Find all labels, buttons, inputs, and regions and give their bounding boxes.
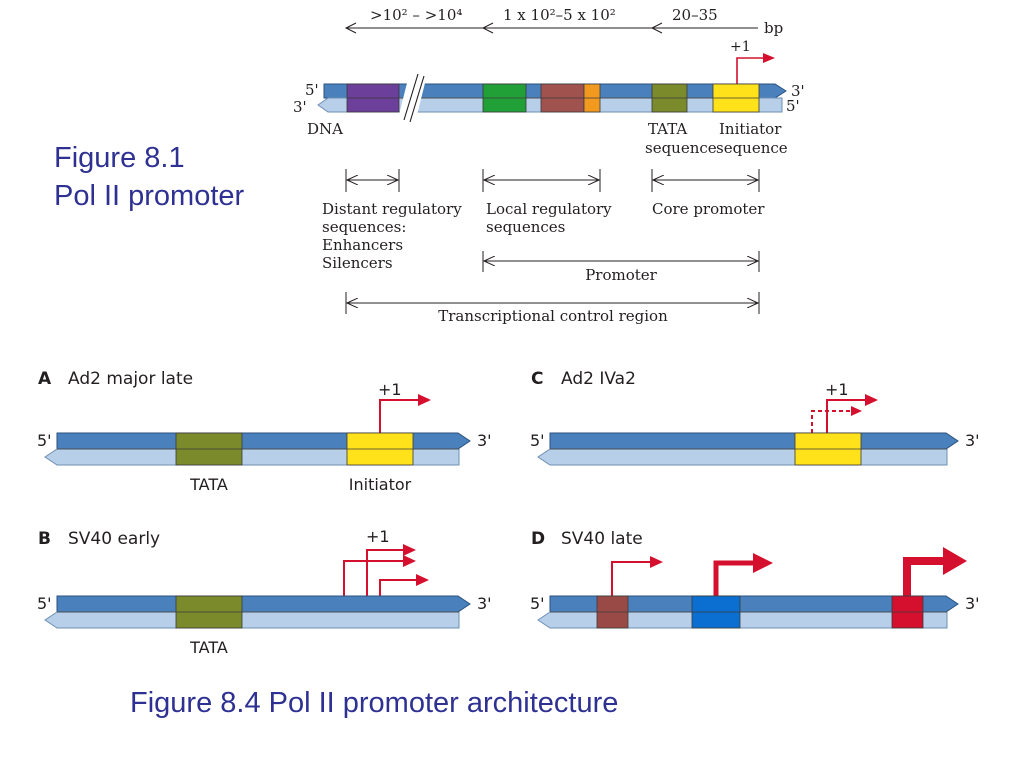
distance-unit-label: bp — [764, 19, 783, 37]
distant-label-line4: Silencers — [322, 254, 393, 272]
tata-label-line2: sequence — [645, 139, 717, 157]
panel-b-5-prime: 5' — [37, 594, 52, 613]
panel-d-start-arrow-strong — [903, 557, 947, 596]
top-strand-5-prime: 5' — [305, 81, 319, 99]
figure-8-1-caption-line2: Pol II promoter — [54, 180, 245, 212]
panel-b-bottom-strand — [44, 611, 460, 629]
panel-b-top-strand — [56, 595, 471, 613]
bottom-strand-5-prime: 5' — [786, 97, 800, 115]
panel-c-start-arrow — [826, 399, 867, 433]
distant-label-line2: sequences: — [322, 218, 406, 236]
strand-break-line-1 — [403, 73, 419, 121]
panel-d-start-arrow-medium — [713, 560, 758, 596]
panel-b-start-arrowhead-1 — [403, 555, 416, 567]
panel-b-start-arrowhead-3 — [416, 574, 429, 586]
panel-b: B SV40 early +1 5' 3' TATA — [37, 527, 492, 657]
panel-c-start-arrowhead — [865, 394, 878, 406]
panel-a-5-prime: 5' — [37, 431, 52, 450]
panel-b-start-label: +1 — [366, 527, 390, 546]
panel-c-title: Ad2 IVa2 — [561, 369, 636, 389]
panel-d-top-strand — [549, 595, 959, 613]
panel-d-start-arrowhead-strong — [943, 547, 967, 575]
distance-arrow-near — [650, 22, 663, 34]
panel-b-3-prime: 3' — [477, 594, 492, 613]
panel-a-tata-label: TATA — [189, 475, 228, 494]
panel-d-5-prime: 5' — [530, 594, 545, 613]
distance-far-label: >10² – >10⁴ — [370, 6, 462, 24]
figure-8-1: >10² – >10⁴ 1 x 10²–5 x 10² 20–35 bp +1 … — [293, 6, 805, 325]
top-strand-3-prime: 3' — [791, 82, 805, 100]
panel-a-3-prime: 3' — [477, 431, 492, 450]
start-site-label: +1 — [730, 39, 751, 55]
panel-c-minor-start-arrowhead — [851, 406, 862, 416]
panel-a-start-arrow — [379, 399, 420, 433]
strand-break-gap — [397, 78, 427, 120]
panel-d-start-arrowhead-weak — [650, 556, 663, 568]
figure-8-1-caption-line1: Figure 8.1 — [54, 142, 185, 174]
distance-arrow-mid — [481, 22, 494, 34]
panel-a-start-label: +1 — [378, 380, 402, 399]
panel-c-start-label: +1 — [825, 380, 849, 399]
panel-d-title: SV40 late — [561, 529, 643, 549]
panel-c-minor-start-arrow — [811, 410, 853, 433]
panel-a-title: Ad2 major late — [68, 369, 193, 389]
local-label-line2: sequences — [486, 218, 565, 236]
panel-c: C Ad2 IVa2 +1 5' 3' — [530, 369, 980, 466]
panel-c-top-strand — [549, 432, 959, 450]
panel-b-title: SV40 early — [68, 529, 160, 549]
initiator-label-line2: sequence — [716, 139, 788, 157]
panel-c-bottom-strand — [537, 448, 948, 466]
initiator-label-line1: Initiator — [719, 120, 782, 138]
panel-a-letter: A — [38, 369, 52, 389]
dna-label: DNA — [307, 120, 343, 138]
figure-8-4-caption: Figure 8.4 Pol II promoter architecture — [130, 687, 618, 719]
tata-label-line1: TATA — [648, 120, 687, 138]
distance-mid-label: 1 x 10²–5 x 10² — [503, 6, 616, 24]
panel-c-3-prime: 3' — [965, 431, 980, 450]
panel-b-start-arrow-3 — [379, 579, 418, 596]
distant-label-line3: Enhancers — [322, 236, 403, 254]
distant-label-line1: Distant regulatory — [322, 200, 462, 218]
panel-d-letter: D — [531, 529, 545, 549]
panel-a-initiator-label: Initiator — [349, 475, 412, 494]
panel-b-start-arrow-2 — [366, 549, 405, 596]
panel-b-start-arrow-1 — [343, 560, 405, 596]
start-site-arrowhead — [763, 53, 775, 63]
panel-d-start-arrowhead-medium — [753, 553, 773, 573]
strand-break-line-2 — [409, 75, 425, 123]
panel-b-tata-label: TATA — [189, 638, 228, 657]
core-promoter-label: Core promoter — [652, 200, 765, 218]
local-label-line1: Local regulatory — [486, 200, 612, 218]
distance-near-label: 20–35 — [672, 6, 718, 24]
panel-d-3-prime: 3' — [965, 594, 980, 613]
bottom-strand-3-prime: 3' — [293, 98, 307, 116]
panel-c-letter: C — [531, 369, 543, 389]
promoter-label: Promoter — [585, 266, 657, 284]
start-site-arrow — [736, 57, 765, 84]
tcr-label: Transcriptional control region — [438, 307, 668, 325]
panel-a: A Ad2 major late +1 5' 3' TATA Initiator — [37, 369, 492, 494]
panel-a-start-arrowhead — [418, 394, 431, 406]
distance-arrow-far — [344, 22, 357, 34]
panel-d-start-arrow-weak — [611, 561, 652, 596]
panel-c-5-prime: 5' — [530, 431, 545, 450]
panel-b-start-arrowhead-2 — [403, 544, 416, 556]
panel-b-letter: B — [38, 529, 51, 549]
panel-d: D SV40 late 5' 3' — [530, 529, 980, 629]
